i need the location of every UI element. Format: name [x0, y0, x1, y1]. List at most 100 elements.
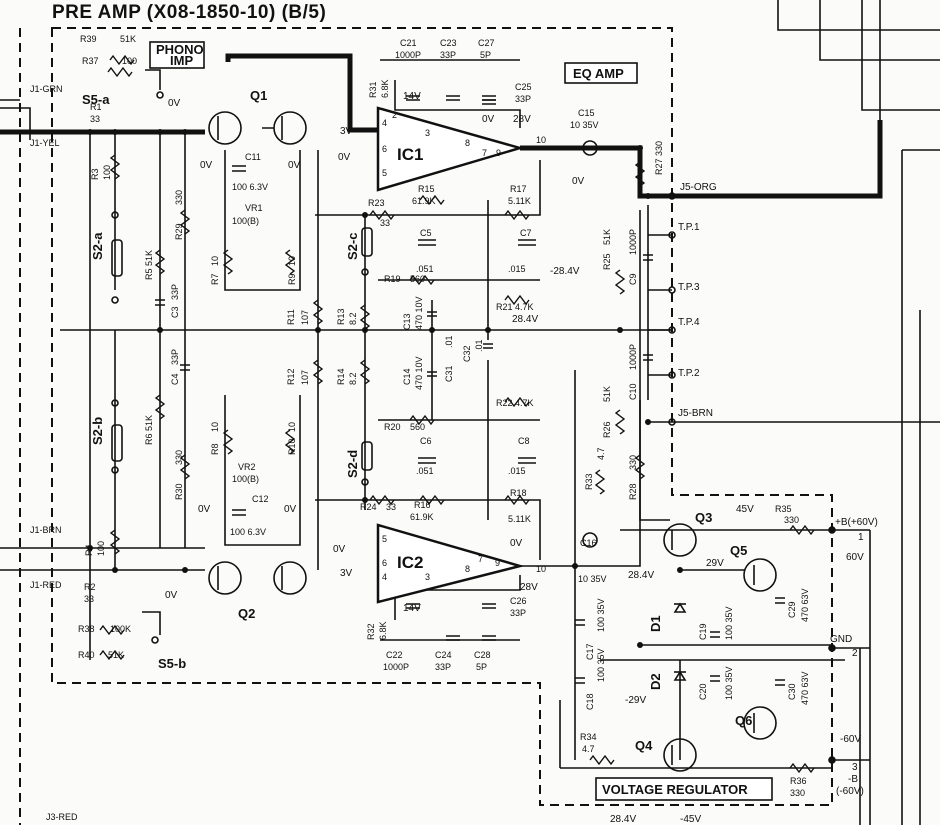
components-c24v-label: 33P	[435, 662, 451, 672]
components-r38v-label: 100K	[110, 624, 131, 634]
voltages-ov-label: 0V	[333, 544, 346, 555]
components-c31v-label: .01	[444, 335, 454, 348]
connectors-pin1-label: 1	[858, 532, 864, 543]
components-r2v-label: 33	[84, 594, 94, 604]
connectors-j3-red-label: J3-RED	[46, 812, 78, 822]
components-r2-label: R2	[84, 582, 96, 592]
components-c5-label: C5	[420, 228, 432, 238]
components-c8v-label: .015	[508, 466, 526, 476]
components-c6-label: C6	[420, 436, 432, 446]
transistors-q6-label: Q6	[735, 713, 752, 728]
components-c26v-label: 33P	[510, 608, 526, 618]
components-r20v-label: 560	[410, 422, 425, 432]
transistors-q1-label: Q1	[250, 88, 267, 103]
components-r21-label: R21 4.7K	[496, 302, 534, 312]
regulator-wires	[600, 529, 845, 760]
voltages-ov-label: 0V	[284, 504, 297, 515]
components-r11-label: R11	[286, 309, 296, 325]
components-r24-label: R24	[360, 502, 377, 512]
components-c25-label: C25	[515, 82, 532, 92]
components-c5v-label: .051	[416, 264, 434, 274]
components-c17v-label: 100 35V	[596, 598, 606, 632]
voltages-v29-label: 29V	[706, 558, 724, 569]
components-r33-label: R33	[584, 473, 594, 490]
components-r36v-label: 330	[790, 788, 805, 798]
components-c32-label: C32	[462, 345, 472, 362]
test-point-wires	[648, 234, 940, 423]
components-r34v-label: 4.7	[582, 744, 595, 754]
components-c29v-label: 470 63V	[800, 588, 810, 622]
components-r39v-label: 51K	[120, 34, 136, 44]
voltages-v3-label: 3V	[340, 568, 353, 579]
external-frame-2	[819, 0, 940, 61]
components-r15-label: R15	[418, 184, 435, 194]
terminal-circles	[668, 192, 836, 764]
components-r16v-label: 61.9K	[410, 512, 434, 522]
components-c16v-label: 10 35V	[578, 574, 607, 584]
components-r26v-label: 51K	[602, 386, 612, 402]
switches-s2b-label: S2-b	[90, 417, 105, 445]
components-c25v-label: 33P	[515, 94, 531, 104]
components-c22v-label: 1000P	[383, 662, 409, 672]
components-r1v-label: 33	[90, 114, 100, 124]
components-c12v-label: 100 6.3V	[230, 527, 266, 537]
output-taps	[639, 205, 670, 521]
components-c20v-label: 100 35V	[724, 666, 734, 700]
components-c21-label: C21	[400, 38, 417, 48]
components-c22-label: C22	[386, 650, 403, 660]
ic2-pin9: 9	[495, 558, 500, 568]
voltages-v28-4-label: 28.4V	[628, 570, 654, 581]
junction-dots	[87, 129, 835, 763]
connectors-minus-b-label: -B	[848, 774, 858, 785]
components-r30-label: R30	[174, 483, 184, 500]
components-r31v-label: 6.8K	[380, 79, 390, 98]
switches-s5a-label: S5-a	[82, 92, 110, 107]
components-r17v-label: 5.11K	[508, 196, 531, 206]
q1-transistor-pair	[208, 111, 307, 145]
q2-transistor-pair	[208, 561, 307, 595]
components-r6-label: R6 51K	[144, 415, 154, 445]
components-c13-label: C13	[402, 313, 412, 330]
connectors-j1-yel-label: J1-YEL	[30, 138, 60, 148]
voltages-v28-4-label: 28.4V	[512, 314, 538, 325]
components-r8v-label: 10	[210, 422, 220, 432]
components-r18v-label: 5.11K	[508, 514, 531, 524]
components-r34-label: R34	[580, 732, 597, 742]
connectors-j1-brn-label: J1-BRN	[30, 525, 62, 535]
components-r29v-label: 330	[174, 190, 184, 205]
components-r25v-label: 51K	[602, 229, 612, 245]
components-r29-label: R29	[174, 223, 184, 240]
ic2-pin10: 10	[536, 564, 546, 574]
transistors-q3-label: Q3	[695, 510, 712, 525]
q5-transistor	[743, 558, 777, 592]
components-c14v-label: 470 10V	[414, 356, 424, 390]
ic2-pin4: 4	[382, 572, 387, 582]
regulator-bottom-wire	[559, 700, 832, 769]
resistor-symbols	[99, 54, 815, 774]
ic2-pin3: 3	[425, 572, 430, 582]
components-r32-label: R32	[366, 623, 376, 640]
connectors-j5-brn-label: J5-BRN	[678, 408, 713, 419]
ic2-opamp	[376, 523, 525, 604]
q3-transistor	[663, 523, 697, 557]
voltages-v14-label: 14V	[403, 91, 421, 102]
phono-imp-line-2: IMP	[170, 53, 193, 68]
components-c27-label: C27	[478, 38, 495, 48]
components-r30v-label: 330	[174, 450, 184, 465]
external-frame-4	[901, 149, 940, 825]
components-r27-label: R27 330	[654, 141, 664, 175]
components-vr2v-label: 100(B)	[232, 474, 259, 484]
voltages-ov-label: 0V	[198, 504, 211, 515]
components-c10-label: C10	[628, 383, 638, 400]
components-r4-label: R4	[84, 544, 94, 556]
components-c19v-label: 100 35V	[724, 606, 734, 640]
components-vr1-label: VR1	[245, 203, 263, 213]
diodes-d1-label: D1	[648, 615, 663, 632]
voltages-v28-label: 28V	[513, 114, 531, 125]
components-c31-label: C31	[444, 365, 454, 382]
transistors-q4-label: Q4	[635, 738, 653, 753]
components-c18-label: C18	[585, 693, 595, 710]
components-c6v-label: .051	[416, 466, 434, 476]
voltages-v28-4-bot-label: 28.4V	[610, 814, 636, 825]
